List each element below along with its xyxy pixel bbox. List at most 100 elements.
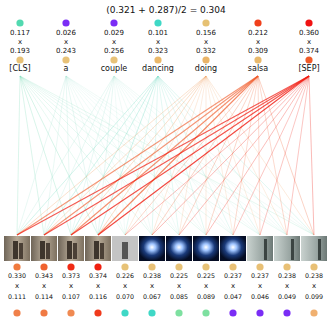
multiply-sign: x	[64, 39, 68, 46]
alignment-line	[258, 76, 260, 235]
dancer-figure	[94, 241, 99, 259]
score-dot	[202, 56, 209, 63]
dancer-figure	[19, 243, 23, 259]
score-dot	[202, 19, 209, 26]
score-dot	[94, 263, 101, 270]
frame-similarity: 0.237	[224, 273, 242, 279]
score-dot	[148, 263, 155, 270]
text-weight: 0.212	[248, 30, 268, 37]
alignment-line	[17, 76, 258, 235]
alignment-line	[20, 76, 314, 235]
text-weight: 0.156	[196, 30, 216, 37]
alignment-line	[206, 76, 260, 235]
frame-weight: 0.067	[143, 294, 161, 300]
word-token: doing	[195, 65, 217, 73]
score-dot	[202, 309, 209, 316]
multiply-sign: x	[231, 283, 235, 290]
score-dot	[40, 263, 47, 270]
text-weight: 0.360	[299, 30, 319, 37]
frame-similarity: 0.343	[35, 273, 53, 279]
word-token: a	[64, 65, 69, 73]
dancer-figure	[264, 239, 267, 260]
dancer-figure	[13, 241, 18, 259]
word-token: [SEP]	[298, 65, 319, 73]
alignment-line	[152, 76, 258, 235]
word-token: couple	[101, 65, 128, 73]
multiply-sign: x	[307, 39, 311, 46]
dancer-figure	[46, 243, 50, 259]
score-dot	[305, 19, 312, 26]
frame-similarity: 0.225	[197, 273, 215, 279]
alignment-line	[44, 76, 206, 235]
alignment-line	[20, 76, 233, 235]
frame-similarity: 0.238	[305, 273, 323, 279]
score-dot	[154, 56, 161, 63]
alignment-line	[114, 76, 314, 235]
score-dot	[13, 309, 20, 316]
score-dot	[121, 263, 128, 270]
dancer-figure	[40, 241, 45, 259]
score-dot	[305, 56, 312, 63]
frame-weight: 0.116	[89, 294, 107, 300]
score-dot	[310, 309, 317, 316]
alignment-line	[98, 76, 309, 235]
multiply-sign: x	[123, 283, 127, 290]
video-frame	[112, 236, 138, 261]
alignment-line	[44, 76, 66, 235]
alignment-line	[179, 76, 206, 235]
multiply-sign: x	[156, 39, 160, 46]
video-frame	[31, 236, 57, 261]
multiply-sign: x	[150, 283, 154, 290]
alignment-line	[125, 76, 258, 235]
frame-similarity: 0.374	[89, 273, 107, 279]
text-similarity: 0.256	[104, 48, 124, 55]
score-dot	[13, 263, 20, 270]
video-frame	[85, 236, 111, 261]
frame-weight: 0.089	[197, 294, 215, 300]
multiply-sign: x	[177, 283, 181, 290]
frame-weight: 0.049	[278, 294, 296, 300]
multiply-sign: x	[258, 283, 262, 290]
alignment-line	[206, 76, 309, 235]
text-similarity: 0.374	[299, 48, 319, 55]
score-dot	[110, 19, 117, 26]
score-dot	[254, 19, 261, 26]
multiply-sign: x	[15, 283, 19, 290]
alignment-line	[98, 76, 258, 235]
score-dot	[229, 263, 236, 270]
alignment-line	[152, 76, 309, 235]
frame-weight: 0.085	[170, 294, 188, 300]
video-frame	[166, 236, 192, 261]
text-weight: 0.117	[10, 30, 30, 37]
score-dot	[67, 309, 74, 316]
frame-similarity: 0.225	[170, 273, 188, 279]
multiply-sign: x	[204, 283, 208, 290]
score-dot	[62, 19, 69, 26]
video-frame	[274, 236, 300, 261]
text-similarity: 0.332	[196, 48, 216, 55]
alignment-line	[233, 76, 309, 235]
alignment-line	[66, 76, 233, 235]
dancer-figure	[73, 243, 77, 259]
multiply-sign: x	[96, 283, 100, 290]
text-similarity: 0.323	[148, 48, 168, 55]
score-dot	[175, 263, 182, 270]
dancer-figure	[291, 239, 294, 260]
multiply-sign: x	[18, 39, 22, 46]
frame-similarity: 0.238	[278, 273, 296, 279]
score-dot	[16, 56, 23, 63]
video-frame	[4, 236, 30, 261]
score-dot	[148, 309, 155, 316]
score-dot	[254, 56, 261, 63]
text-weight: 0.026	[56, 30, 76, 37]
multiply-sign: x	[312, 283, 316, 290]
multiply-sign: x	[112, 39, 116, 46]
frame-similarity: 0.238	[143, 273, 161, 279]
frame-weight: 0.070	[116, 294, 134, 300]
alignment-line	[17, 76, 66, 235]
multiply-sign: x	[256, 39, 260, 46]
word-token: dancing	[142, 65, 174, 73]
multiply-sign: x	[42, 283, 46, 290]
frame-similarity: 0.237	[251, 273, 269, 279]
dancer-figure	[122, 242, 128, 259]
